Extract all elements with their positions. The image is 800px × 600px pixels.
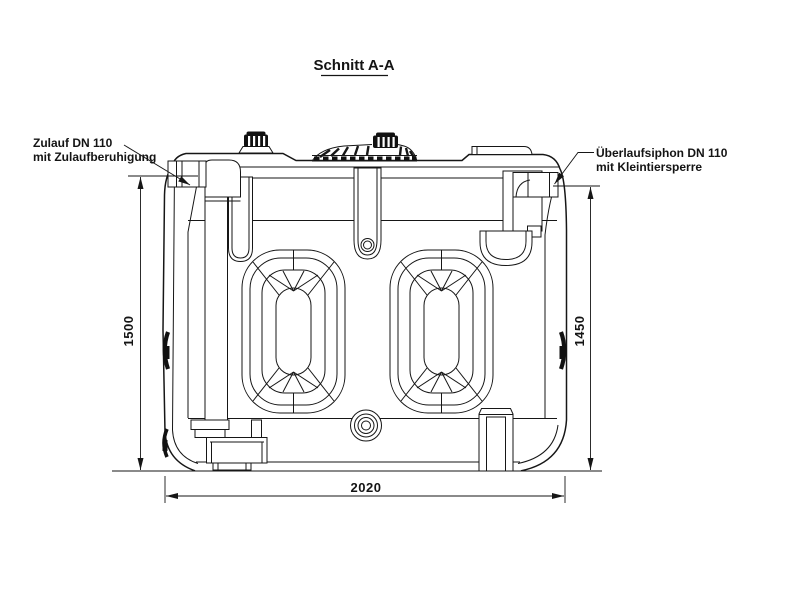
dimension-width-bottom: 2020 — [164, 476, 566, 503]
center-rib — [353, 167, 382, 260]
right-foot-bracket — [478, 408, 514, 472]
drawing-title: Schnitt A-A — [313, 57, 395, 77]
annotation-overflow-line2: mit Kleintiersperre — [596, 160, 702, 174]
title-text: Schnitt A-A — [313, 57, 394, 74]
annotation-inlet-line2: mit Zulaufberuhigung — [33, 150, 156, 164]
annotation-overflow-line1: Überlaufsiphon DN 110 — [596, 145, 728, 160]
dim-label-2020: 2020 — [351, 480, 382, 495]
dimension-height-right: 1450 — [553, 185, 600, 470]
dome-lid — [311, 132, 418, 162]
small-screw-cap — [238, 131, 274, 154]
side-clips — [162, 331, 567, 458]
siphon-bell — [479, 230, 533, 267]
dim-label-1450: 1450 — [572, 316, 587, 347]
bottom-drain-port — [350, 409, 382, 442]
inlet-assembly — [167, 159, 268, 471]
annotation-overflow: Überlaufsiphon DN 110 mit Kleintiersperr… — [554, 145, 728, 185]
dimension-height-left: 1500 — [121, 175, 198, 470]
siphon-outlet-stub — [512, 172, 559, 198]
annotation-inlet-line1: Zulauf DN 110 — [33, 136, 113, 150]
left-u-rib — [228, 176, 253, 263]
dim-label-1500: 1500 — [121, 316, 136, 347]
inlet-calming-box — [206, 437, 268, 464]
raised-pad — [471, 146, 533, 155]
overflow-siphon-assembly — [479, 170, 559, 267]
panel-left — [241, 249, 346, 414]
panel-right — [389, 249, 494, 414]
annotation-inlet: Zulauf DN 110 mit Zulaufberuhigung — [33, 136, 191, 186]
